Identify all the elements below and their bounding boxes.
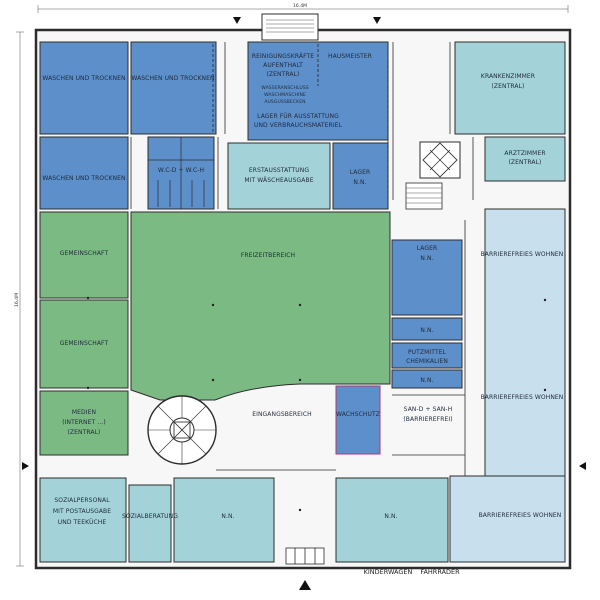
label-nn-right-2: N.N. (420, 377, 433, 384)
room-nn-bottom-2 (335, 477, 449, 563)
dimension-lines (16, 5, 569, 567)
label-kinderwagen: KINDERWAGEN (364, 568, 413, 576)
label-lager-nn-top-1: LAGER (350, 169, 371, 176)
label-waschen-1: WASCHEN UND TROCKNEN (42, 75, 125, 82)
room-waschen-1 (39, 41, 129, 135)
room-barrierefrei-bottom (449, 475, 566, 563)
label-erstausstattung-2: MIT WÄSCHEAUSGABE (244, 177, 313, 184)
label-sozialberatung: SOZIALBERATUNG (122, 513, 178, 520)
label-sozialpersonal-1: SOZIALPERSONAL (54, 497, 110, 504)
label-gemeinschaft-1: GEMEINSCHAFT (60, 250, 109, 257)
label-gemeinschaft-2: GEMEINSCHAFT (60, 340, 109, 347)
room-wachschutz (335, 385, 381, 455)
entrance-doors (285, 547, 325, 565)
label-san-2: (BARRIEREFREI) (403, 416, 452, 423)
label-lager-nn-right-2: N.N. (420, 255, 433, 262)
room-lager-nn-top (332, 142, 389, 210)
label-wachschutz: WACHSCHUTZ (336, 411, 380, 418)
dimension-left-label: 16.4M (14, 293, 20, 307)
label-medien-1: MEDIEN (72, 409, 96, 416)
label-eingang: EINGANGSBEREICH (252, 411, 312, 418)
room-sozialberatung (128, 484, 172, 563)
room-nn-right-2 (391, 369, 463, 389)
label-krankenzimmer-2: (ZENTRAL) (491, 83, 524, 90)
label-wasser-1: WASSERANSCHLUSS (261, 85, 308, 91)
label-reinigung-1: REINIGUNGSKRÄFTE (252, 53, 314, 60)
label-hausmeister: HAUSMEISTER (328, 53, 372, 60)
label-nn-bottom-1: N.N. (221, 513, 234, 520)
room-nn-bottom-1 (173, 477, 275, 563)
entrance-arrow-top-right (373, 17, 381, 24)
room-krankenzimmer (454, 41, 566, 135)
room-lager-nn-right (391, 239, 463, 316)
room-sozialpersonal (39, 477, 127, 563)
label-arztzimmer-2: (ZENTRAL) (508, 159, 541, 166)
label-wasser-3: AUSGUSSBECKEN (264, 99, 305, 105)
label-lager-nn-top-2: N.N. (353, 179, 366, 186)
room-reinigung (247, 41, 389, 141)
label-wc: W.C-D + W.C-H (158, 167, 204, 174)
label-nn-right-1: N.N. (420, 327, 433, 334)
label-waschen-2: WASCHEN UND TROCKNEN (131, 75, 214, 82)
room-freizeitbereich (130, 211, 391, 401)
label-lager-nn-right-1: LAGER (417, 245, 438, 252)
label-nn-bottom-2: N.N. (384, 513, 397, 520)
label-lager-ausstattung-1: LAGER FÜR AUSSTATTUNG (257, 113, 339, 120)
elevator-core (419, 141, 461, 179)
room-medien (39, 390, 129, 456)
label-sozialpersonal-3: UND TEEKÜCHE (58, 519, 107, 526)
stair-right (405, 182, 443, 210)
room-arztzimmer (484, 136, 566, 182)
stair-tower-top (261, 13, 319, 41)
label-putzmittel-1: PUTZMITTEL (408, 349, 447, 356)
spiral-staircase (147, 395, 217, 465)
label-sozialpersonal-2: MIT POSTAUSGABE (53, 508, 111, 515)
label-erstausstattung-1: ERSTAUSSTATTUNG (249, 167, 309, 174)
label-reinigung-3: (ZENTRAL) (266, 71, 299, 78)
stair-treads-top (266, 19, 314, 33)
dimension-top-label: 16.4M (293, 3, 307, 9)
label-barrierefrei-1: BARRIEREFREIES WOHNEN (481, 251, 564, 258)
room-putzmittel (391, 342, 463, 369)
entrance-arrow-top-left (233, 17, 241, 24)
room-gemeinschaft-1 (39, 211, 129, 299)
label-fahrraeder: FAHRRÄDER (420, 567, 460, 576)
label-lager-ausstattung-2: UND VERBRAUCHSMATERIEL (254, 122, 343, 129)
entrance-arrow-bottom (299, 580, 311, 590)
label-medien-2: (INTERNET ...) (62, 419, 106, 426)
room-waschen-3 (39, 136, 129, 210)
room-gemeinschaft-2 (39, 299, 129, 389)
label-wasser-2: WASCHMASCHINE (264, 92, 306, 98)
label-san-1: SAN-D + SAN-H (404, 406, 453, 413)
label-freizeitbereich: FREIZEITBEREICH (241, 252, 295, 259)
label-krankenzimmer-1: KRANKENZIMMER (481, 73, 535, 80)
label-barrierefrei-2: BARRIEREFREIES WOHNEN (481, 394, 564, 401)
room-nn-right-1 (391, 317, 463, 341)
wc-stalls (148, 137, 214, 209)
room-barrierefrei-right (484, 208, 566, 477)
label-putzmittel-2: CHEMIKALIEN (406, 358, 448, 365)
label-arztzimmer-1: ARZTZIMMER (504, 150, 545, 157)
label-barrierefrei-3: BARRIEREFREIES WOHNEN (479, 512, 562, 519)
walls-detail (130, 42, 474, 562)
structural-columns (86, 296, 547, 512)
entrance-arrow-left (22, 462, 29, 470)
room-erstausstattung (227, 142, 331, 210)
entrance-arrow-right (579, 462, 586, 470)
label-waschen-3: WASCHEN UND TROCKNEN (42, 175, 125, 182)
label-medien-3: (ZENTRAL) (67, 429, 100, 436)
label-reinigung-2: AUFENTHALT (263, 62, 303, 69)
room-waschen-2 (130, 41, 217, 135)
dashed-partitions (212, 44, 389, 200)
